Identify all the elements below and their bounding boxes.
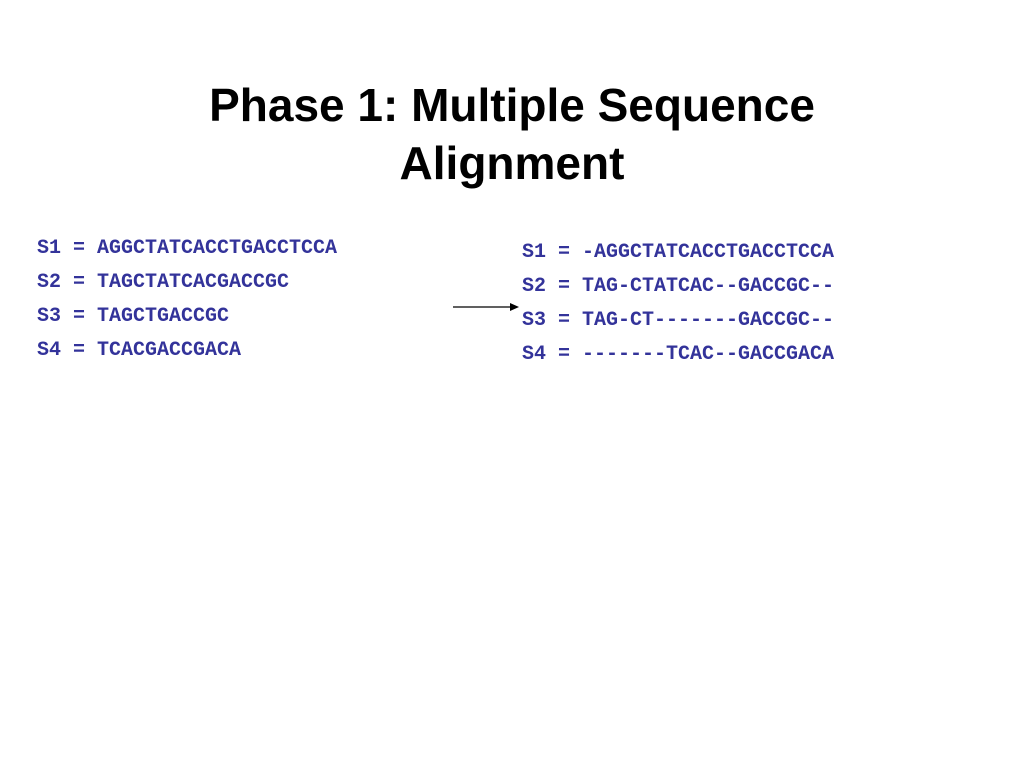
aligned-sequence-s2: S2 = TAG-CTATCAC--GACCGC-- (522, 275, 835, 298)
aligned-sequence-s4: S4 = -------TCAC--GACCGACA (522, 343, 835, 366)
original-sequence-s2: S2 = TAGCTATCACGACCGC (37, 271, 290, 294)
right-arrow-icon (453, 303, 519, 311)
slide-title-line-1: Phase 1: Multiple Sequence (209, 79, 815, 131)
original-sequence-list: S1 = AGGCTATCACCTGACCTCCA S2 = TAGCTATCA… (37, 232, 337, 368)
original-sequence-s4: S4 = TCACGACCGACA (37, 339, 242, 362)
original-sequence-s1: S1 = AGGCTATCACCTGACCTCCA (37, 237, 338, 260)
slide-title-line-2: Alignment (399, 137, 625, 189)
arrow-head (510, 303, 519, 311)
slide-title: Phase 1: Multiple Sequence Alignment (0, 76, 1024, 192)
aligned-sequence-s3: S3 = TAG-CT-------GACCGC-- (522, 309, 835, 332)
aligned-sequence-list: S1 = -AGGCTATCACCTGACCTCCA S2 = TAG-CTAT… (522, 236, 834, 372)
original-sequence-s3: S3 = TAGCTGACCGC (37, 305, 230, 328)
aligned-sequence-s1: S1 = -AGGCTATCACCTGACCTCCA (522, 241, 835, 264)
